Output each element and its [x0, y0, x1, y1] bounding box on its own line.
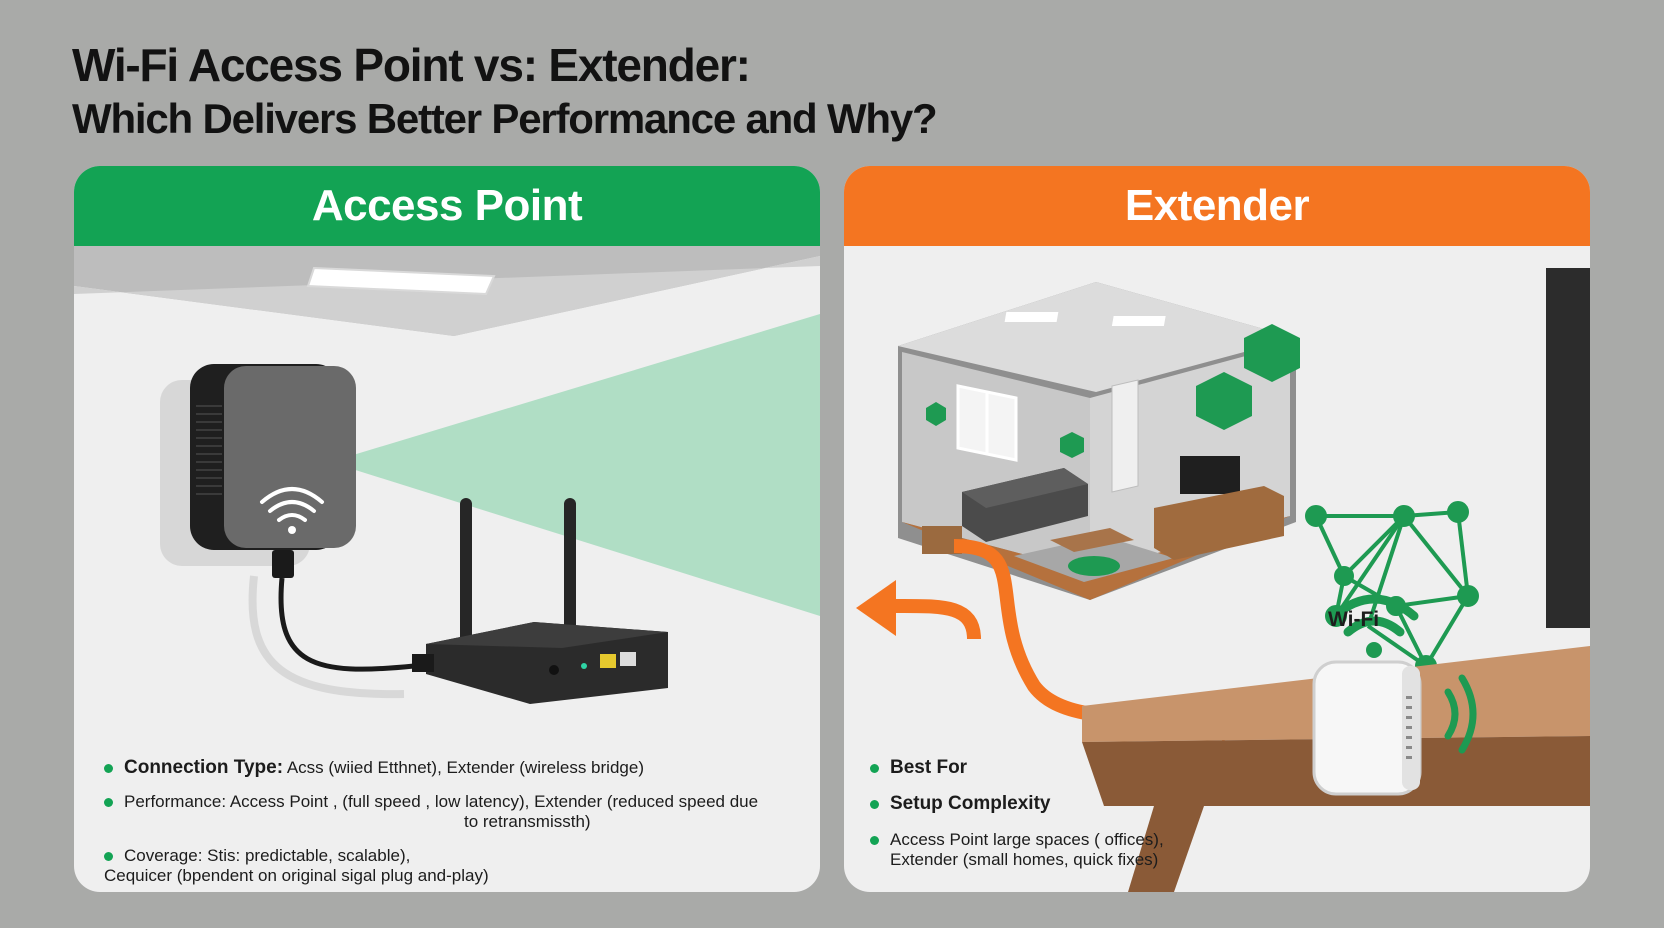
list-item: Connection Type: Acss (wiied Etthnet), E… [104, 758, 804, 778]
extender-illustration [856, 268, 1590, 892]
list-item: Setup Complexity [870, 794, 1290, 814]
ethernet-cable [278, 577, 445, 672]
bullet-dot [870, 764, 879, 773]
mesh-network-icon [1305, 501, 1479, 677]
access-point-illustration [74, 246, 820, 704]
wifi-extender-icon [1312, 594, 1477, 796]
list-item: Best For [870, 758, 1290, 778]
bullet-dot [104, 764, 113, 773]
access-point-header: Access Point [74, 166, 820, 246]
wifi-icon [1329, 594, 1419, 637]
access-point-bullets: Connection Type: Acss (wiied Etthnet), E… [104, 758, 804, 892]
bullet-dot [870, 800, 879, 809]
access-point-panel: Access Point [74, 166, 820, 892]
extender-bullets: Best For Setup Complexity Access Point l… [870, 758, 1290, 886]
bullet-dot [870, 836, 879, 845]
coverage-beam [330, 314, 820, 616]
room-illustration [898, 282, 1300, 600]
extender-panel: Extender [844, 166, 1590, 892]
extender-header: Extender [844, 166, 1590, 246]
ceiling-light [306, 266, 496, 296]
bullet-dot [104, 798, 113, 807]
page-subtitle: Which Delivers Better Performance and Wh… [72, 95, 938, 142]
access-point-icon [190, 364, 356, 550]
list-item: Access Point large spaces ( offices), Ex… [870, 830, 1290, 870]
extender-device-label: Wi-Fi [1328, 608, 1380, 631]
router-icon [412, 498, 668, 704]
wifi-icon [260, 487, 324, 522]
page-title: Wi-Fi Access Point vs: Extender: [72, 39, 751, 91]
monitor [1546, 268, 1590, 628]
list-item: Performance: Access Point , (full speed … [104, 792, 804, 832]
list-item: Coverage: Stis: predictable, scalable), … [104, 846, 489, 885]
bullet-dot [104, 852, 113, 861]
